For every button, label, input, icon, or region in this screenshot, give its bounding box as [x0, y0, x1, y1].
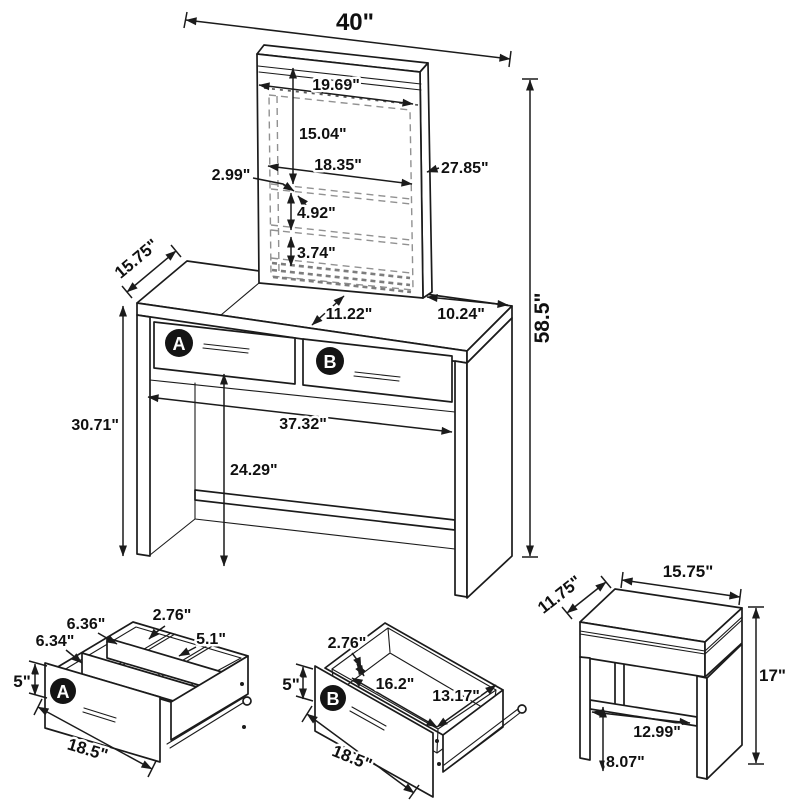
- stool-right-leg-outer-face: [706, 643, 743, 780]
- desk-depth-label: 15.75": [111, 235, 162, 282]
- mirror-to-back-corner-label: 10.24": [437, 306, 485, 323]
- drawer-a-slot-label: 2.76": [153, 607, 192, 624]
- drawer-b-badge-circle: [316, 347, 344, 375]
- desk-drawing: A B: [136, 260, 513, 599]
- drawer-b-slot-label: 2.76": [328, 635, 367, 652]
- dim-desk-total-height: 58.5": [522, 78, 557, 558]
- stool-top-depth-label: 11.75": [534, 572, 585, 618]
- dim-stool-stretcher-span: 12.99": [591, 709, 691, 744]
- dim-drawer-a-comp1: 6.36": [64, 614, 118, 645]
- stool-stretcher-height-label: 8.07": [606, 754, 645, 771]
- dim-mirror-to-back-corner: 10.24": [426, 294, 509, 326]
- drawer-b-detail-drawing: B 5" 2.76" 16.2" 13.17" 18.5": [280, 622, 527, 800]
- drawer-b-inner-width-label: 16.2": [376, 676, 415, 693]
- dim-desk-opening-width: 37.32": [147, 394, 453, 436]
- drawer-a-badge-circle: [165, 329, 193, 357]
- dim-drawer-a-slot: 2.76": [148, 605, 194, 640]
- drawer-b-detail-badge-letter: B: [327, 689, 340, 709]
- desk-right-panel-front-edge: [454, 360, 468, 598]
- dim-stool-height: 17": [748, 606, 788, 765]
- stool-stretcher-span-label: 12.99": [633, 724, 681, 741]
- mirror-foot-line: [220, 282, 260, 316]
- dim-drawer-a-height: 5": [11, 660, 48, 699]
- dim-mirror-shelf-spacing-lower: 3.74": [287, 236, 338, 267]
- mirror-frame-gap-label: 2.99": [212, 167, 251, 184]
- dim-stool-top-width: 15.75": [620, 560, 742, 606]
- mirror-shelf-spacing-lower-label: 3.74": [297, 245, 336, 262]
- drawer-a-comp1-label: 6.36": [67, 616, 106, 633]
- dim-mirror-frame-gap: 2.99": [209, 165, 308, 207]
- drawer-b-height-label: 5": [282, 675, 300, 694]
- dim-desk-height: 30.71": [69, 305, 127, 557]
- drawer-a-roller: [242, 696, 252, 706]
- drawer-a-badge-letter: A: [173, 334, 186, 354]
- drawer-a-handle: [202, 343, 250, 354]
- stool-band-lines: [579, 616, 743, 655]
- dim-mirror-width: 40": [183, 7, 512, 68]
- dim-stool-stretcher-height: 8.07": [599, 706, 647, 774]
- drawer-b-rail: [435, 704, 527, 770]
- desk-total-height-label: 58.5": [531, 293, 554, 344]
- desk-opening-width-label: 37.32": [279, 416, 327, 433]
- dim-mirror-shelf-width: 18.35": [267, 155, 413, 187]
- dim-mirror-side-height: 27.85": [426, 158, 491, 180]
- drawer-b-roller: [517, 704, 527, 714]
- drawer-b-handle: [353, 371, 401, 382]
- dim-mirror-inner-height: 15.04": [289, 67, 349, 185]
- stool-height-label: 17": [759, 666, 786, 685]
- dim-drawer-b-slot: 2.76": [325, 633, 369, 677]
- drawer-a-detail-badge-letter: A: [57, 682, 70, 702]
- dim-desk-knee-clearance: 24.29": [220, 373, 280, 567]
- mirror-to-front-label: 11.22": [326, 306, 373, 323]
- dim-mirror-to-front: 11.22": [311, 295, 375, 326]
- mirror-inner-width-label: 19.69": [312, 77, 360, 94]
- mirror-inner-height-label: 15.04": [299, 126, 347, 143]
- mirror-shelf-width-label: 18.35": [314, 157, 362, 174]
- mirror-width-label: 40": [336, 9, 374, 36]
- stool-drawing: 15.75" 11.75" 17" 12.99" 8.07": [532, 560, 788, 780]
- drawer-b-badge-letter: B: [324, 352, 337, 372]
- desk-left-leg: [136, 314, 151, 557]
- desk-knee-clearance-label: 24.29": [230, 462, 278, 479]
- mirror-shelf-spacing-upper-label: 4.92": [297, 205, 336, 222]
- dim-drawer-a-comp2: 6.34": [33, 631, 83, 664]
- drawer-a-detail-badge-circle: [50, 678, 76, 704]
- stool-top-width-label: 15.75": [663, 562, 714, 581]
- drawer-a-rail: [166, 682, 252, 749]
- drawer-a-detail-drawing: A 5" 6.36" 2.76" 6.34" 5.1" 18.5": [11, 605, 252, 778]
- drawer-b-inner-depth-label: 13.17": [432, 688, 480, 705]
- stool-front-right-leg: [696, 675, 708, 780]
- dim-mirror-shelf-spacing-upper: 4.92": [287, 192, 338, 231]
- desk-height-label: 30.71": [71, 417, 119, 434]
- desk-right-panel-outer-face: [466, 317, 513, 599]
- dim-drawer-b-inner-depth: 13.17": [430, 684, 497, 728]
- drawer-a-height-label: 5": [13, 672, 31, 691]
- kneehole-left-floor-edge: [149, 518, 196, 556]
- stool-front-left-leg: [579, 656, 591, 761]
- drawer-a-comp2-label: 6.34": [36, 633, 75, 650]
- mirror-side-height-label: 27.85": [441, 160, 489, 177]
- kneehole-back-floor-edge: [194, 518, 456, 550]
- dim-drawer-b-inner-width: 16.2": [351, 674, 438, 728]
- drawer-b-detail-badge-circle: [320, 685, 346, 711]
- dim-drawer-b-height: 5": [280, 663, 314, 702]
- dim-mirror-inner-width: 19.69": [258, 75, 414, 107]
- dim-drawer-a-comp3: 5.1": [178, 629, 228, 657]
- drawer-a-comp3-label: 5.1": [196, 631, 226, 648]
- drawer-a-right-wall: [170, 655, 249, 741]
